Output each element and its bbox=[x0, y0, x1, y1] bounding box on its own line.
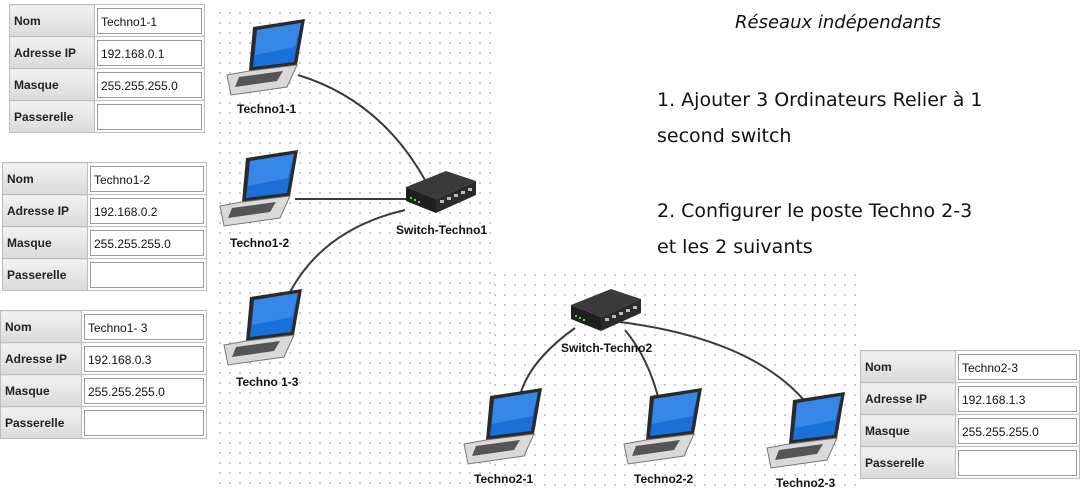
field-label-name: Nom bbox=[860, 350, 956, 383]
gateway-field[interactable] bbox=[84, 409, 204, 436]
instruction-line-4: et les 2 suivants bbox=[657, 236, 813, 258]
laptop-icon-techno2-2[interactable] bbox=[622, 386, 707, 466]
page-title: Réseaux indépendants bbox=[735, 12, 941, 33]
field-label-name: Nom bbox=[2, 162, 88, 195]
mask-field[interactable]: 255.255.255.0 bbox=[90, 229, 204, 256]
property-panel-techno1-1: Nom Techno1-1 Adresse IP 192.168.0.1 Mas… bbox=[9, 4, 205, 133]
ip-field[interactable]: 192.168.0.1 bbox=[97, 39, 202, 66]
label-switch1: Switch-Techno1 bbox=[396, 223, 488, 237]
field-label-name: Nom bbox=[9, 4, 95, 37]
gateway-field[interactable] bbox=[90, 261, 204, 288]
label-techno1-1: Techno1-1 bbox=[237, 102, 297, 116]
field-label-gateway: Passerelle bbox=[860, 446, 956, 479]
link-switch2-techno2-3 bbox=[619, 321, 813, 411]
field-label-mask: Masque bbox=[2, 226, 88, 259]
laptop-icon-techno1-2[interactable] bbox=[218, 148, 303, 228]
ip-field[interactable]: 192.168.1.3 bbox=[958, 385, 1077, 412]
ip-field[interactable]: 192.168.0.3 bbox=[84, 345, 204, 372]
field-label-ip: Adresse IP bbox=[2, 194, 88, 227]
field-label-mask: Masque bbox=[0, 374, 82, 407]
gateway-field[interactable] bbox=[958, 449, 1077, 476]
instruction-line-3: 2. Configurer le poste Techno 2-3 bbox=[657, 200, 973, 222]
field-label-mask: Masque bbox=[860, 414, 956, 447]
laptop-icon-techno2-1[interactable] bbox=[462, 386, 547, 466]
property-panel-techno1-3: Nom Techno1- 3 Adresse IP 192.168.0.3 Ma… bbox=[0, 310, 207, 439]
link-techno1-1-switch1 bbox=[297, 74, 426, 181]
switch-icon-techno2[interactable] bbox=[567, 283, 645, 335]
link-techno1-3-switch1 bbox=[286, 209, 406, 299]
label-techno2-1: Techno2-1 bbox=[474, 472, 534, 486]
property-panel-techno1-2: Nom Techno1-2 Adresse IP 192.168.0.2 Mas… bbox=[2, 162, 207, 291]
label-techno1-3: Techno 1-3 bbox=[236, 375, 299, 389]
field-label-ip: Adresse IP bbox=[860, 382, 956, 415]
ip-field[interactable]: 192.168.0.2 bbox=[90, 197, 204, 224]
switch-icon-techno1[interactable] bbox=[402, 165, 480, 217]
mask-field[interactable]: 255.255.255.0 bbox=[84, 377, 204, 404]
label-techno2-3: Techno2-3 bbox=[776, 476, 836, 490]
laptop-icon-techno2-3[interactable] bbox=[765, 390, 850, 470]
field-label-mask: Masque bbox=[9, 68, 95, 101]
label-techno1-2: Techno1-2 bbox=[230, 236, 290, 250]
mask-field[interactable]: 255.255.255.0 bbox=[97, 71, 202, 98]
mask-field[interactable]: 255.255.255.0 bbox=[958, 417, 1077, 444]
field-label-ip: Adresse IP bbox=[9, 36, 95, 69]
link-switch2-techno2-1 bbox=[519, 327, 576, 396]
label-techno2-2: Techno2-2 bbox=[634, 472, 694, 486]
property-panel-techno2-3: Nom Techno2-3 Adresse IP 192.168.1.3 Mas… bbox=[860, 350, 1080, 479]
field-label-name: Nom bbox=[0, 310, 82, 343]
field-label-gateway: Passerelle bbox=[2, 258, 88, 291]
label-switch2: Switch-Techno2 bbox=[561, 341, 653, 355]
laptop-icon-techno1-1[interactable] bbox=[225, 17, 310, 97]
name-field[interactable]: Techno2-3 bbox=[958, 353, 1077, 380]
name-field[interactable]: Techno1-2 bbox=[90, 165, 204, 192]
field-label-gateway: Passerelle bbox=[0, 406, 82, 439]
name-field[interactable]: Techno1- 3 bbox=[84, 313, 204, 340]
instruction-line-1: 1. Ajouter 3 Ordinateurs Relier à 1 bbox=[657, 89, 983, 111]
gateway-field[interactable] bbox=[97, 103, 202, 130]
name-field[interactable]: Techno1-1 bbox=[97, 7, 202, 34]
instruction-line-2: second switch bbox=[657, 125, 792, 147]
field-label-ip: Adresse IP bbox=[0, 342, 82, 375]
laptop-icon-techno1-3[interactable] bbox=[222, 287, 307, 367]
field-label-gateway: Passerelle bbox=[9, 100, 95, 133]
